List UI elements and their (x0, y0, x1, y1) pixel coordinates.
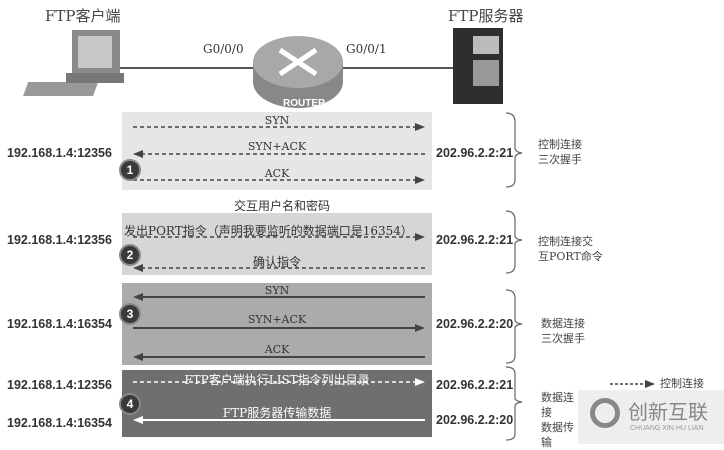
message-arrowhead (133, 264, 143, 272)
server-icon (453, 28, 503, 104)
message-label: ACK (264, 167, 290, 180)
phase-note: 三次握手 (538, 153, 582, 166)
step-1-badge: 1 (121, 161, 139, 179)
computer-icon (23, 30, 124, 96)
message-arrowhead (133, 150, 143, 158)
message-label: FTP服务器传输数据 (222, 406, 332, 420)
server-address: 202.96.2.2:21 (436, 233, 514, 247)
message-label: SYN+ACK (247, 313, 307, 326)
client-address: 192.168.1.4:12356 (7, 233, 112, 247)
watermark-logo-icon (590, 398, 620, 428)
brace-phase-2 (505, 210, 523, 274)
router-label: ROUTER (283, 98, 326, 109)
message-arrowhead (415, 324, 425, 332)
message-label: 发出PORT指令（声明我要监听的数据端口是16354） (124, 224, 413, 238)
message-arrowhead (415, 123, 425, 131)
client-address: 192.168.1.4:16354 (7, 317, 112, 331)
legend-label: 控制连接 (660, 377, 704, 390)
server-address: 202.96.2.2:21 (436, 378, 514, 392)
phase-note: 三次握手 (541, 332, 585, 345)
watermark: 创新互联 CHUANG XIN HU LIAN (578, 390, 724, 444)
phase-note: 数据传输 (541, 421, 574, 449)
message-arrowhead (415, 378, 425, 386)
message-label: SYN (264, 114, 290, 127)
client-address: 192.168.1.4:16354 (7, 416, 112, 430)
message-arrowhead (133, 416, 143, 424)
router-icon (253, 36, 343, 108)
step-2-badge: 2 (121, 246, 139, 264)
message-arrowhead (133, 293, 143, 301)
phase-note: 数据连接 (541, 391, 574, 419)
watermark-subtext: CHUANG XIN HU LIAN (630, 425, 704, 432)
server-address: 202.96.2.2:21 (436, 146, 514, 160)
right-port-label: G0/0/1 (346, 42, 387, 56)
client-address: 192.168.1.4:12356 (7, 146, 112, 160)
step-3-badge: 3 (121, 305, 139, 323)
message-label: SYN+ACK (247, 140, 307, 153)
client-title: FTP客户端 (45, 7, 121, 25)
legend-arrowhead (645, 380, 655, 388)
watermark-text: 创新互联 (628, 400, 708, 424)
message-label: ACK (264, 343, 290, 356)
phase-note: 控制连接交 (538, 235, 593, 248)
client-address: 192.168.1.4:12356 (7, 378, 112, 392)
phase-4-band (122, 370, 432, 437)
server-address: 202.96.2.2:20 (436, 413, 514, 427)
message-label: 确认指令 (252, 255, 301, 269)
message-arrowhead (415, 233, 425, 241)
brace-phase-1 (505, 112, 523, 188)
middle-text: 交互用户名和密码 (233, 199, 330, 213)
server-address: 202.96.2.2:20 (436, 317, 514, 331)
step-4-badge: 4 (121, 395, 139, 413)
phase-2-band (122, 213, 432, 275)
phase-note: 数据连接 (541, 317, 585, 330)
brace-phase-3 (505, 289, 523, 364)
message-label: SYN (264, 284, 290, 297)
server-title: FTP服务器 (448, 7, 524, 25)
left-port-label: G0/0/0 (203, 42, 244, 56)
phase-note: 互PORT命令 (538, 250, 603, 263)
message-label: FTP客户端执行LIST指令列出目录 (184, 373, 370, 387)
message-arrowhead (415, 176, 425, 184)
phase-note: 控制连接 (538, 138, 582, 151)
brace-phase-4 (505, 366, 523, 441)
message-arrowhead (133, 353, 143, 361)
phase-1-band (122, 112, 432, 190)
